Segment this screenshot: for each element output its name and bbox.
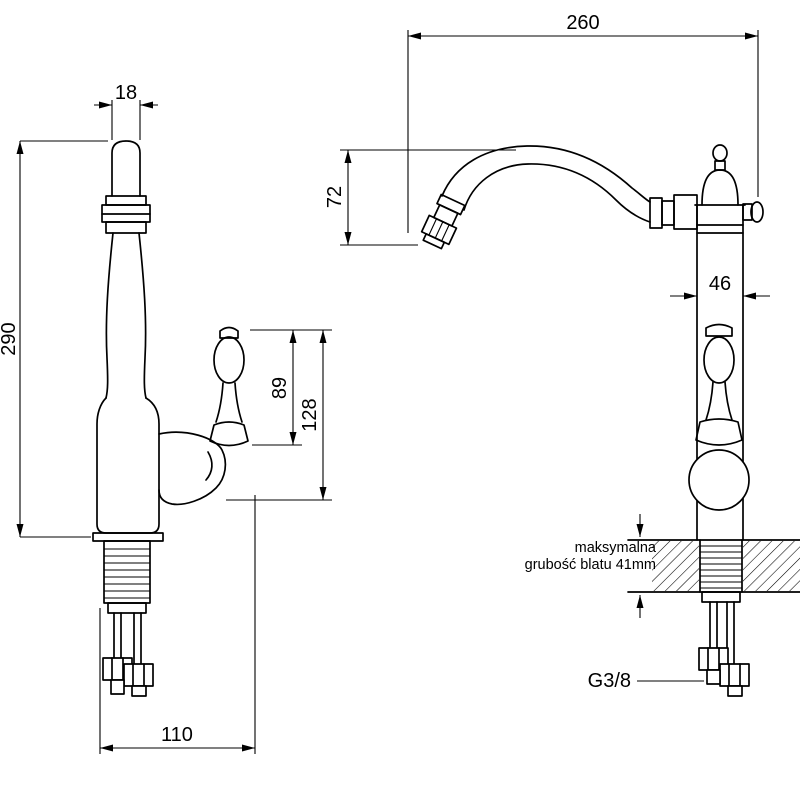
dim-label-110: 110 bbox=[161, 724, 193, 746]
dimension-body-width-46: 46 bbox=[670, 273, 770, 300]
side-mounting-hardware bbox=[698, 591, 750, 697]
dimension-handle-height-89: 89 bbox=[250, 329, 332, 446]
dimension-handle-total-128: 128 bbox=[226, 330, 332, 501]
dimension-total-height-290: 290 bbox=[0, 140, 108, 538]
front-neck bbox=[105, 232, 147, 399]
dimension-base-depth-110: 110 bbox=[99, 495, 256, 754]
countertop-thickness-note: maksymalna grubość blatu 41mm bbox=[525, 514, 657, 618]
dim-label-260: 260 bbox=[566, 12, 599, 34]
front-body bbox=[96, 397, 160, 534]
dimension-spout-width-18: 18 bbox=[94, 82, 158, 140]
counter-note-line2: grubość blatu 41mm bbox=[525, 557, 656, 573]
front-collar bbox=[101, 195, 151, 234]
dimension-spout-drop-72: 72 bbox=[324, 149, 516, 246]
dim-label-128: 128 bbox=[299, 398, 321, 431]
side-spout bbox=[441, 145, 698, 230]
countertop-section bbox=[627, 539, 800, 593]
thread-size-callout: G3/8 bbox=[588, 670, 704, 692]
countertop-hatch-left bbox=[652, 541, 699, 591]
front-handle bbox=[158, 326, 249, 506]
dim-label-89: 89 bbox=[269, 377, 291, 399]
dim-label-46: 46 bbox=[709, 273, 731, 295]
faucet-side-view bbox=[420, 144, 800, 697]
dim-label-72: 72 bbox=[324, 186, 346, 208]
front-spout-top bbox=[111, 140, 141, 197]
side-shank-threads bbox=[700, 545, 742, 589]
side-aerator bbox=[420, 193, 466, 250]
side-handle bbox=[688, 323, 750, 511]
front-mounting-hardware bbox=[102, 602, 154, 697]
dim-label-290: 290 bbox=[0, 322, 20, 355]
faucet-front-view bbox=[92, 140, 249, 697]
front-base-shank bbox=[92, 532, 164, 604]
thread-label-g38: G3/8 bbox=[588, 670, 631, 692]
counter-note-line1: maksymalna bbox=[575, 540, 657, 556]
dimension-spout-reach-260: 260 bbox=[407, 12, 759, 233]
dim-label-18: 18 bbox=[115, 82, 137, 104]
countertop-hatch-right bbox=[743, 541, 800, 591]
